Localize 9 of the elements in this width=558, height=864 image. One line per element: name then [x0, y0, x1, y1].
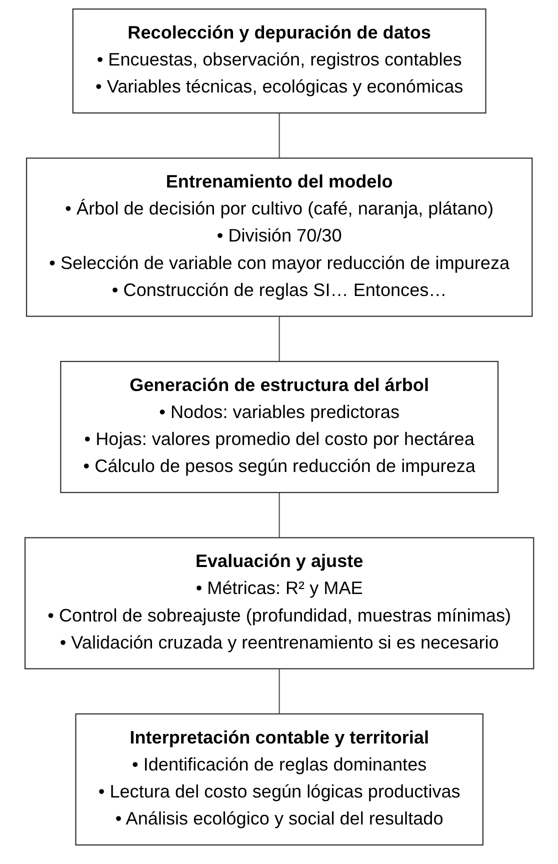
connector: [278, 316, 280, 362]
connector: [278, 112, 280, 158]
node-box: Evaluación y ajuste • Métricas: R² y MAE • Control de sobreajuste (profundidad, muestras mínimas) • Validación cruzada y reentrenamiento si es necesario: [24, 537, 534, 670]
node-box: Interpretación contable y territorial • Identificación de reglas dominantes • Lectura del costo según lógicas productivas • Análisis ecológico y social del resultado: [74, 713, 484, 846]
node-box: Recolección y depuración de datos • Encuestas, observación, registros contables • Variables técnicas, ecológicas y económicas: [72, 8, 486, 114]
connector: [278, 668, 280, 714]
node-box: Entrenamiento del modelo • Árbol de decisión por cultivo (café, naranja, plátano) • División 70/30 • Selección de variable con mayor reducción de impureza • Construcción de reglas SI… Entonces…: [26, 158, 532, 317]
connector: [278, 492, 280, 538]
node-box: Generación de estructura del árbol • Nodos: variables predictoras • Hojas: valores promedio del costo por hectárea • Cálculo de pesos según reducción de impureza: [60, 360, 498, 494]
